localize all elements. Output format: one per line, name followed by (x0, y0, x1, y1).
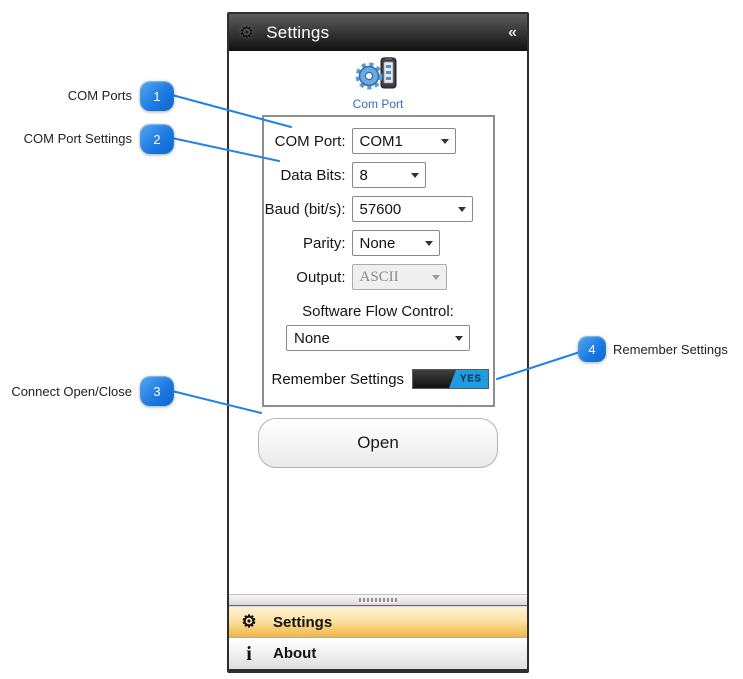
baud-value: 57600 (359, 200, 402, 218)
accordion-splitter[interactable] (229, 594, 527, 606)
remember-settings-row: Remember Settings YES (264, 368, 493, 390)
baud-select[interactable]: 57600 (351, 196, 473, 222)
data-bits-label: Data Bits: (280, 166, 346, 184)
output-value: ASCII (359, 268, 399, 285)
flow-control-select[interactable]: None (286, 325, 470, 351)
settings-panel: ⚙ Settings « Com Port COM Port: (227, 12, 529, 673)
nav-item-settings[interactable]: ⚙ Settings (229, 606, 527, 637)
callout-badge-2: 2 (140, 124, 174, 154)
parity-value: None (359, 234, 396, 252)
flow-control-label: Software Flow Control: (302, 303, 454, 320)
data-bits-select[interactable]: 8 (351, 162, 426, 188)
baud-label: Baud (bit/s): (264, 200, 346, 218)
callout-number: 3 (153, 383, 161, 399)
flow-control-value: None (294, 329, 330, 347)
nav-about-label: About (273, 645, 317, 662)
com-port-select[interactable]: COM1 (351, 128, 456, 154)
com-port-icon (355, 57, 397, 90)
parity-label: Parity: (302, 234, 346, 252)
com-port-settings-group: COM Port: COM1 Data Bits: 8 Baud (bit/s)… (261, 115, 495, 407)
form-row-com-port: COM Port: COM1 (264, 128, 493, 154)
panel-title: Settings (266, 22, 330, 42)
chevron-down-icon (410, 173, 419, 178)
form-row-output: Output: ASCII (264, 264, 493, 290)
chevron-down-icon (455, 336, 463, 341)
form-row-data-bits: Data Bits: 8 (264, 162, 493, 188)
callout-number: 1 (153, 88, 161, 104)
toggle-knob (412, 370, 456, 388)
chevron-down-icon (457, 207, 466, 212)
panel-header: ⚙ Settings « (229, 14, 527, 51)
output-label: Output: (296, 268, 346, 286)
com-port-label: COM Port: (274, 132, 346, 150)
callout-label-remember-settings: Remember Settings (613, 342, 728, 357)
callout-badge-3: 3 (140, 376, 174, 406)
callout-label-com-ports: COM Ports (67, 88, 132, 103)
remember-settings-label: Remember Settings (271, 370, 405, 388)
callout-number: 2 (153, 131, 161, 147)
form-row-parity: Parity: None (264, 230, 493, 256)
nav-item-about[interactable]: i About (229, 637, 527, 669)
com-port-caption: Com Port (352, 97, 404, 111)
panel-content: Com Port COM Port: COM1 Data Bits: 8 Bau… (229, 51, 527, 594)
callout-number: 4 (588, 341, 596, 357)
callout-label-com-port-settings: COM Port Settings (23, 131, 132, 146)
remember-settings-toggle[interactable]: YES (411, 369, 489, 389)
settings-gear-icon: ⚙ (239, 22, 255, 42)
callout-badge-4: 4 (578, 336, 606, 362)
grip-dots-icon (359, 598, 397, 602)
data-bits-value: 8 (359, 166, 368, 184)
form-row-baud: Baud (bit/s): 57600 (264, 196, 493, 222)
callout-badge-1: 1 (140, 81, 174, 111)
com-port-module-button[interactable]: Com Port (352, 57, 404, 111)
gear-icon: ⚙ (241, 612, 257, 631)
chevron-down-icon (440, 139, 449, 144)
collapse-chevrons-icon[interactable]: « (508, 23, 517, 41)
open-button[interactable]: Open (258, 418, 498, 468)
callout-label-connect-open-close: Connect Open/Close (11, 384, 132, 399)
parity-select[interactable]: None (351, 230, 440, 256)
chevron-down-icon (424, 241, 433, 246)
info-icon: i (246, 642, 252, 665)
chevron-down-icon (431, 275, 440, 280)
output-select: ASCII (351, 264, 447, 290)
nav-settings-label: Settings (273, 613, 333, 631)
toggle-state-label: YES (459, 373, 482, 385)
com-port-value: COM1 (359, 132, 403, 150)
